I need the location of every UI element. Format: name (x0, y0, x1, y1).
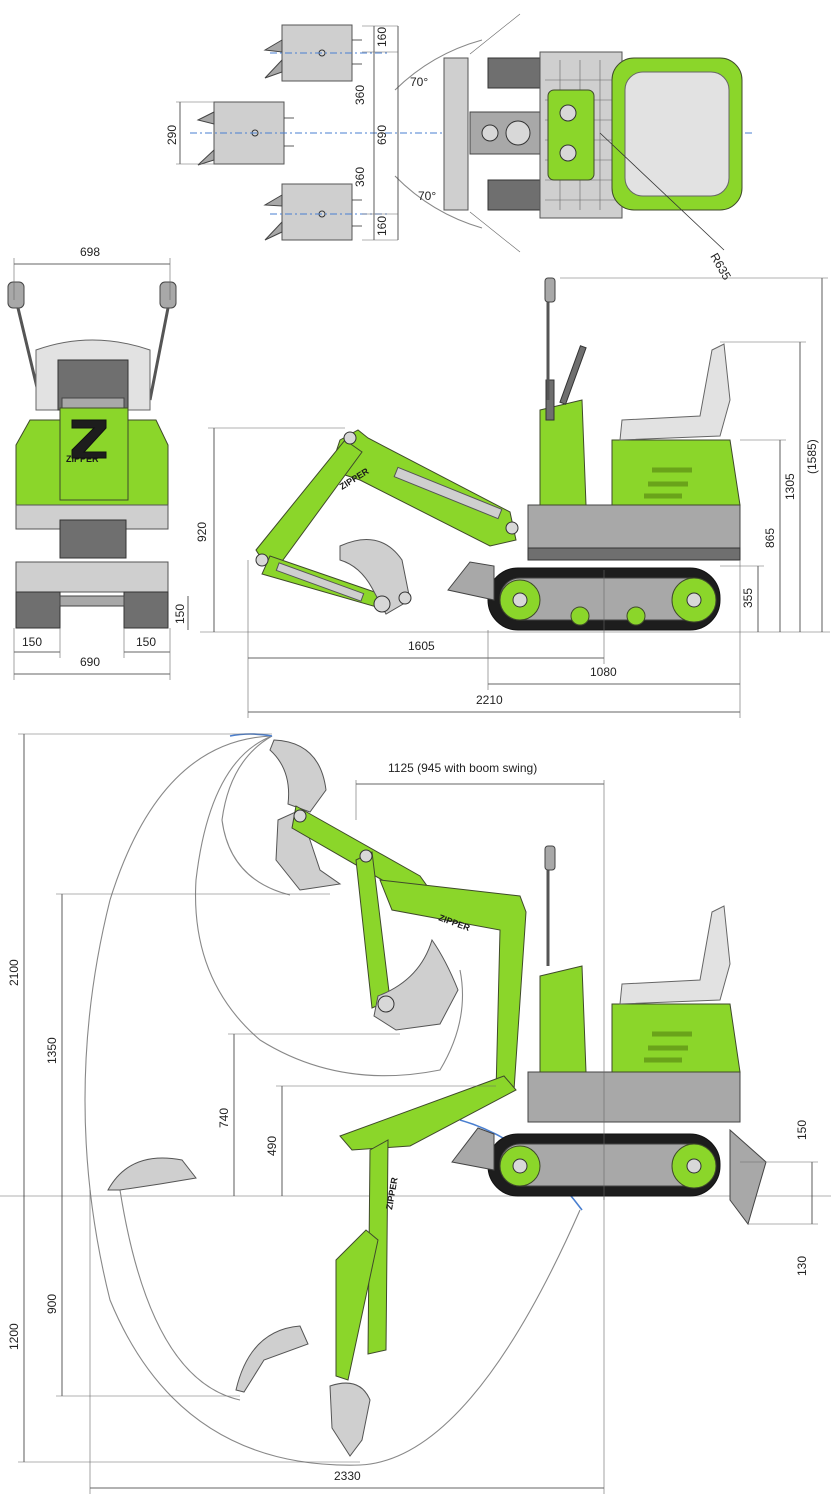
bucket-swing-top-label: 360 (353, 85, 367, 105)
front-brand-label: ZIPPER (66, 454, 99, 464)
front-view: ZIPPER 698 690 150 150 150 (7, 245, 189, 680)
side-arm-height-label: 920 (195, 522, 209, 542)
side-canopy-height-label: 1305 (783, 473, 797, 500)
side-mirror-height-label: (1585) (805, 439, 819, 474)
side-seat (619, 343, 731, 441)
side-track-length-label: 1080 (590, 665, 617, 679)
side-track-height-label: 355 (741, 588, 755, 608)
top-view: R635 160 360 360 160 690 290 70° 70° (165, 13, 752, 283)
side-dozer-blade (447, 561, 495, 601)
work-dump-blade-label: 490 (265, 1136, 279, 1156)
work-dig-depth-label: 1200 (7, 1323, 21, 1350)
bucket-offset-top-label: 160 (375, 27, 389, 47)
side-floor-height-label: 865 (763, 528, 777, 548)
side-bucket (339, 539, 411, 615)
work-dump-min-label: 740 (217, 1108, 231, 1128)
reach-envelope (84, 735, 581, 1466)
work-blade-depth-label: 130 (795, 1256, 809, 1276)
bucket-width-label: 290 (165, 125, 179, 145)
work-dump-height-label: 1350 (45, 1037, 59, 1064)
side-deck (527, 504, 741, 556)
work-max-reach-label: 2330 (334, 1469, 361, 1483)
side-overall-length-label: 2210 (476, 693, 503, 707)
seat-top (547, 89, 595, 181)
angle-upper-label: 70° (410, 75, 428, 89)
boom-top (469, 111, 551, 155)
angle-lower-label: 70° (418, 189, 436, 203)
work-blade-lift-label: 150 (795, 1120, 809, 1140)
front-shoe-right-label: 150 (136, 635, 156, 649)
bucket-offset-bottom-label: 160 (375, 216, 389, 236)
work-range-view: ZIPPER ZIPPER 1125 (945 with boom swing)… (0, 733, 831, 1494)
tail-radius-line (599, 132, 725, 251)
front-overall-width-label: 698 (80, 245, 100, 259)
front-track-width-label: 690 (80, 655, 100, 669)
work-vertical-depth-label: 900 (45, 1294, 59, 1314)
work-reach-label: 1125 (945 with boom swing) (388, 761, 537, 775)
zipper-logo-icon (71, 419, 107, 459)
bucket-swing-bottom-label: 360 (353, 167, 367, 187)
dozer-blade-top (443, 57, 469, 211)
side-reach-label: 1605 (408, 639, 435, 653)
side-view: ZIPPER 920 1605 1080 2210 355 865 1305 (… (195, 277, 830, 718)
front-clearance-label: 150 (173, 604, 187, 624)
work-dig-height-label: 2100 (7, 959, 21, 986)
boom-swing-total-label: 690 (375, 125, 389, 145)
bucket-top-position-lower (263, 183, 362, 241)
front-shoe-left-label: 150 (22, 635, 42, 649)
